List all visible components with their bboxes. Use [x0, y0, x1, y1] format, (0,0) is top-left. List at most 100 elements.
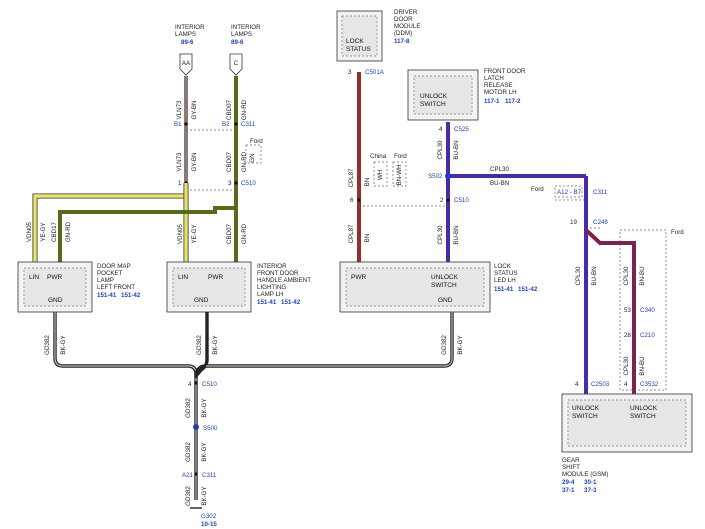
connector-c-label: C — [234, 60, 239, 67]
ground-g302: G302 — [201, 513, 217, 520]
latch-line3: RELEASE — [484, 82, 513, 89]
wire-gd382-left-stripe — [54, 312, 197, 375]
gsm-ref3[interactable]: 37-1 — [562, 487, 575, 494]
wire-cbd17 — [58, 190, 238, 262]
splice-s502 — [445, 173, 451, 179]
pin-19-label: 19 — [570, 219, 577, 226]
wire-label-bkgy-f: BK-GY — [201, 486, 208, 505]
latch-ref2[interactable]: 117-2 — [505, 98, 521, 105]
wire-label-cbd07-b: CBD07 — [226, 223, 233, 244]
lockled-pwr: PWR — [351, 274, 366, 281]
gsm-sw1-left: UNLOCK — [572, 405, 600, 412]
splice-s500 — [193, 424, 199, 430]
doormap-ref2[interactable]: 151-42 — [121, 292, 141, 299]
ford-gn-inset — [245, 144, 262, 164]
conn-c2503: C2503 — [591, 381, 610, 388]
lockled-ref1[interactable]: 151-41 — [494, 286, 514, 293]
handle-pwr: PWR — [208, 274, 223, 281]
pin-b1: B1 — [174, 121, 182, 128]
handle-ref1[interactable]: 151-41 — [257, 299, 277, 306]
lockled-title1: LOCK — [494, 263, 512, 270]
handle-title5: LAMP LH — [257, 291, 283, 298]
latch-ref1[interactable]: 117-1 — [484, 98, 500, 105]
wire-label-yegy-b: YE-GY — [191, 224, 198, 243]
wire-label-bkgy-c: BK-GY — [457, 335, 464, 354]
wire-label-cbd17: CBD17 — [51, 221, 58, 242]
gsm-title2: SHIFT — [562, 464, 580, 471]
lockled-sw2: SWITCH — [431, 282, 457, 289]
lockled-title2: STATUS — [494, 270, 518, 277]
wire-label-gd382-a: GD382 — [44, 335, 51, 355]
wire-label-gd382-b: GD382 — [196, 335, 203, 355]
lamp-left-title1: INTERIOR — [175, 24, 205, 31]
pin-a21-dot — [194, 472, 198, 476]
pin-4-gsm-right: 4 — [624, 381, 628, 388]
gsm-ref1[interactable]: 29-4 — [562, 479, 575, 486]
ford-label-gn: Ford — [250, 138, 263, 145]
handle-lin: LIN — [178, 274, 188, 281]
wire-label-cpl30-gsm: CPL30 — [575, 266, 582, 285]
gsm-ref4[interactable]: 37-3 — [584, 487, 597, 494]
doormap-lin: LIN — [29, 274, 39, 281]
ddm-line2: DOOR — [394, 16, 413, 23]
wire-label-cpl30-v1: CPL30 — [623, 266, 630, 285]
pin-4-c510-label: 4 — [188, 381, 192, 388]
lockled-title3: LED LH — [494, 277, 516, 284]
ddm-ref[interactable]: 117-8 — [394, 38, 410, 45]
wire-label-vdn05-a: VDN05 — [26, 221, 33, 242]
doormap-title2: POCKET — [97, 270, 123, 277]
connector-aa-label: AA — [182, 60, 191, 67]
pin-4-gsm-left: 4 — [575, 381, 579, 388]
latch-conn: C525 — [454, 126, 469, 133]
wire-label-gybn-upper: GY-BN — [191, 100, 198, 119]
wire-label-wh: WH — [377, 170, 384, 180]
splice-s500-label: S500 — [203, 425, 218, 432]
doormap-gnd: GND — [48, 297, 63, 304]
handle-ref2[interactable]: 151-42 — [281, 299, 301, 306]
pin-b1-dot — [184, 122, 188, 126]
handle-title1: INTERIOR — [257, 263, 287, 270]
wire-label-bubn-a: BU-BN — [453, 140, 460, 159]
gsm-ref2[interactable]: 30-1 — [584, 479, 597, 486]
ddm-line3: MODULE — [394, 23, 420, 30]
conn-a12b7: A12 - B7 — [557, 189, 582, 196]
wire-label-yegy-a: YE-GY — [40, 222, 47, 241]
pin-6-label: 6 — [350, 197, 354, 204]
lamp-left-ref[interactable]: 89-6 — [181, 39, 194, 46]
module-lockled-inner — [345, 267, 485, 307]
gsm-title3: MODULE (GSM) — [562, 471, 608, 478]
ground-g302-ref[interactable]: 10-15 — [201, 521, 217, 528]
lamp-right-ref[interactable]: 89-6 — [231, 39, 244, 46]
connector-aa-symbol — [179, 53, 193, 76]
lamp-left-title2: LAMPS — [175, 31, 196, 38]
handle-title2: FRONT DOOR — [257, 270, 299, 277]
doormap-ref1[interactable]: 151-41 — [97, 292, 117, 299]
ddm-line1: DRIVER — [394, 9, 418, 16]
ddm-status2: STATUS — [346, 46, 371, 53]
wire-label-cbd07-lower: CBD07 — [226, 151, 233, 172]
wire-label-gnrd-a: GN-RD — [65, 221, 72, 242]
latch-line2: LATCH — [484, 75, 504, 82]
ford-label-bnwh: Ford — [394, 153, 407, 160]
handle-title4: LIGHTING — [257, 284, 286, 291]
splice-s502-label: S502 — [428, 173, 443, 180]
module-doormap-inner — [23, 267, 87, 307]
pin-3-dot — [234, 181, 238, 185]
wire-label-bnbu-v2: BN-BU — [639, 356, 646, 375]
doormap-pwr: PWR — [47, 274, 62, 281]
wire-label-cpl30-v2: CPL30 — [623, 356, 630, 375]
wire-label-gybn-lower: GY-BN — [191, 152, 198, 171]
wire-label-bkgy-d: BK-GY — [201, 398, 208, 417]
wire-label-cpl30-a: CPL30 — [437, 140, 444, 159]
wire-label-gd382-c: GD382 — [441, 335, 448, 355]
latch-line1: FRONT DOOR — [484, 68, 526, 75]
wire-label-vln73-upper: VLN73 — [176, 100, 183, 119]
lockled-sw1: UNLOCK — [431, 274, 459, 281]
wire-label-cpl87-upper: CPL87 — [348, 168, 355, 187]
pin-a21-label: A21 — [182, 472, 194, 479]
doormap-title4: LEFT FRONT — [97, 284, 135, 291]
pin-28-label: 28 — [624, 332, 631, 339]
wire-label-cpl30-b: CPL30 — [437, 225, 444, 244]
lockled-ref2[interactable]: 151-42 — [518, 286, 538, 293]
